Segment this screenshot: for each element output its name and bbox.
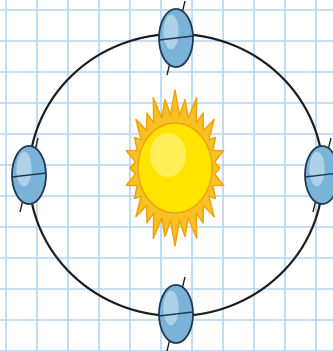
earth-highlight: [163, 15, 178, 50]
sun-highlight: [150, 133, 186, 177]
earth-highlight: [16, 152, 31, 187]
earth-highlight: [163, 291, 178, 326]
earth-highlight: [309, 152, 324, 187]
